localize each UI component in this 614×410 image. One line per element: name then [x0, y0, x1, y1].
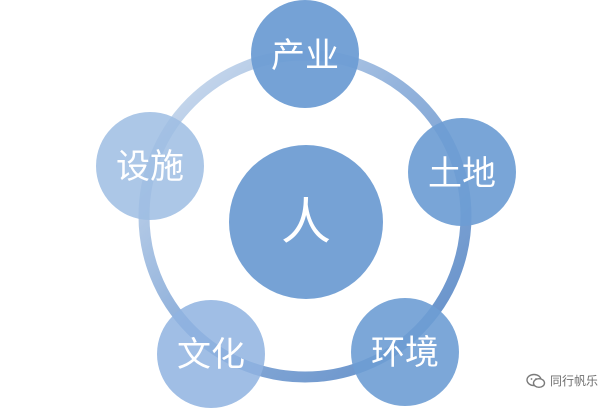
node-label-culture: 文化: [177, 335, 245, 375]
center-node: 人: [229, 145, 383, 299]
node-culture: 文化: [157, 300, 265, 408]
node-circle-industry: [251, 0, 359, 108]
node-circle-land: [408, 118, 516, 226]
node-facilities: 设施: [96, 112, 204, 220]
watermark-text: 同行帆乐: [550, 374, 599, 388]
center-circle: [229, 145, 383, 299]
node-circle-culture: [157, 300, 265, 408]
watermark: 同行帆乐: [526, 372, 598, 389]
node-environment: 环境: [351, 298, 459, 406]
node-label-facilities: 设施: [116, 147, 184, 187]
center-label: 人: [281, 193, 331, 251]
node-label-land: 土地: [428, 154, 496, 194]
node-circle-facilities: [96, 112, 204, 220]
node-circle-environment: [351, 298, 459, 406]
node-industry: 产业: [251, 0, 359, 108]
node-label-industry: 产业: [271, 36, 339, 76]
node-land: 土地: [408, 118, 516, 226]
node-label-environment: 环境: [371, 333, 439, 373]
wechat-icon: [526, 373, 546, 388]
